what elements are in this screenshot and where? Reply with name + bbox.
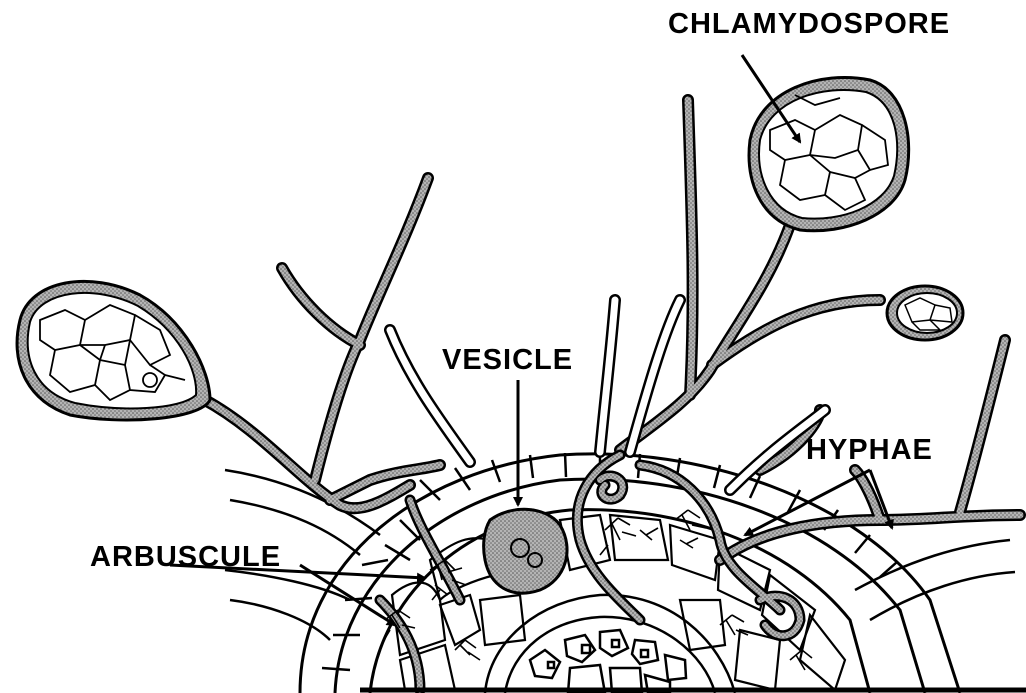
hyphae-label: HYPHAE xyxy=(806,436,933,465)
vesicle xyxy=(484,509,567,593)
chlamydospore-left xyxy=(17,281,210,420)
chlamydospore-small xyxy=(887,286,963,340)
vesicle-label: VESICLE xyxy=(442,346,573,375)
arbuscule-label: ARBUSCULE xyxy=(90,543,281,572)
chlamydospore-label: CHLAMYDOSPORE xyxy=(668,10,950,39)
